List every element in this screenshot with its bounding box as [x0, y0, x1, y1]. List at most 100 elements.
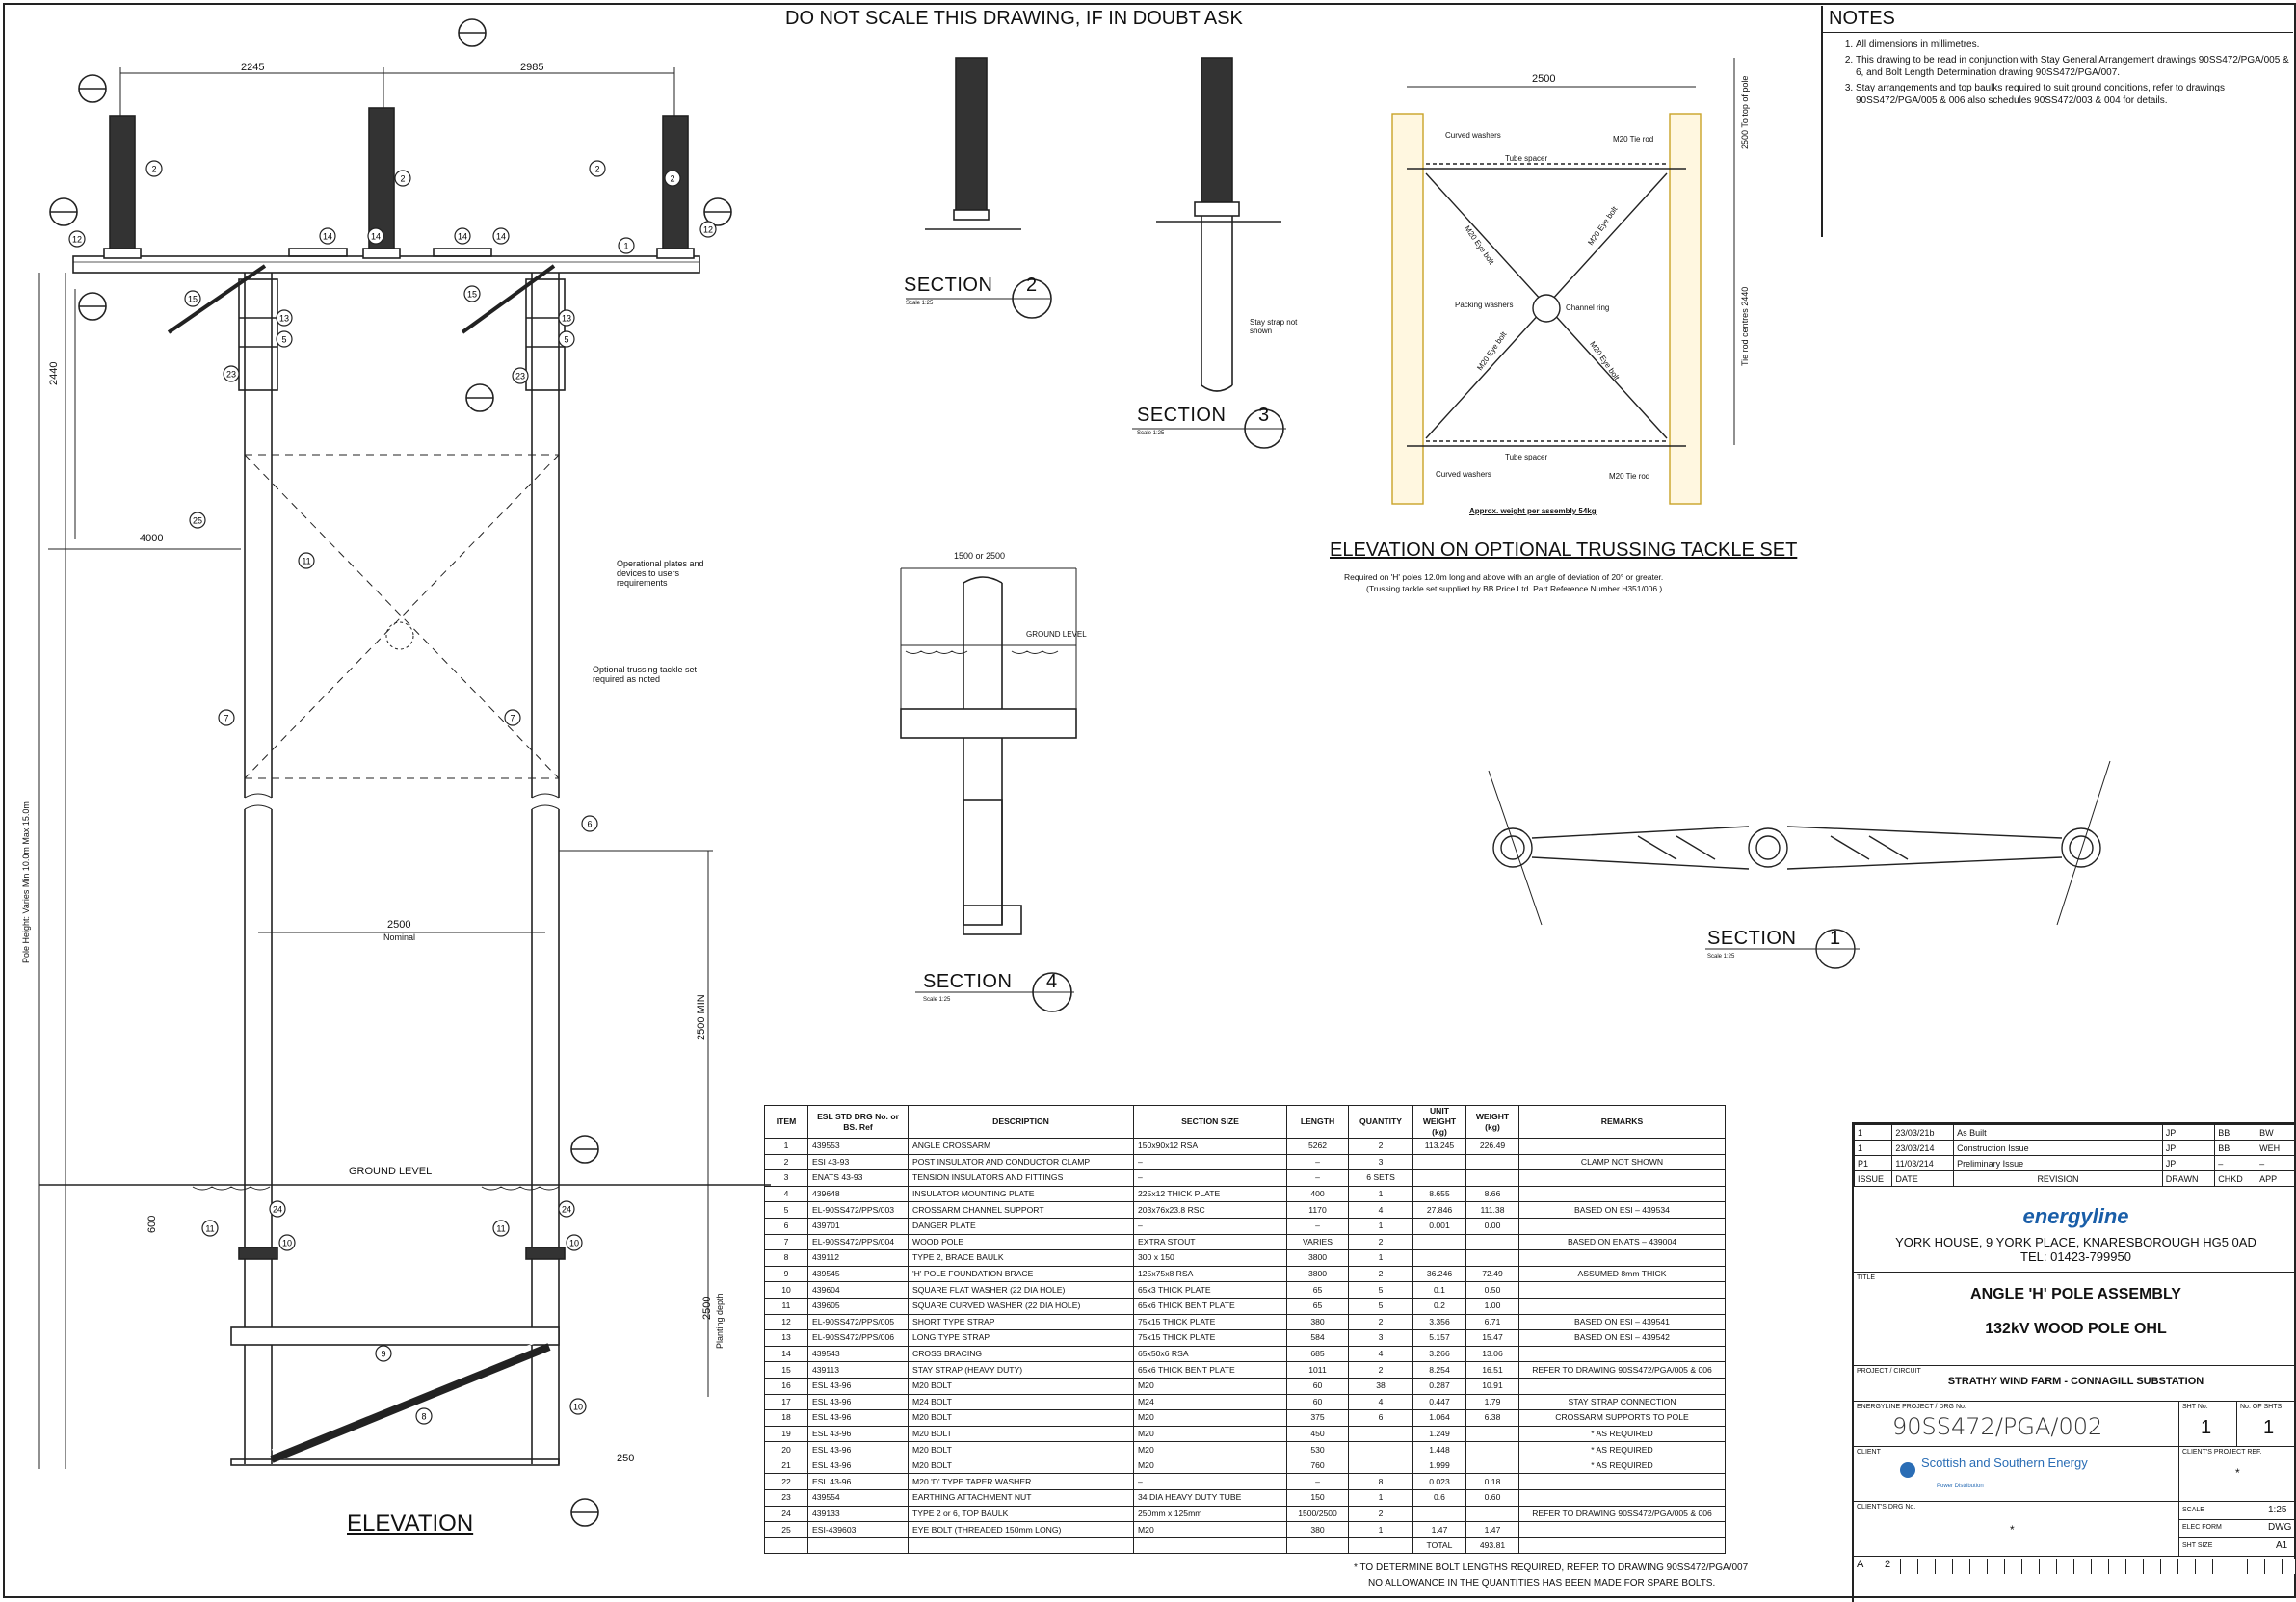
- bom-cell: EL-90SS472/PPS/005: [808, 1314, 909, 1330]
- bom-cell: REFER TO DRAWING 90SS472/PGA/005 & 006: [1519, 1362, 1726, 1379]
- bom-cell: * AS REQUIRED: [1519, 1442, 1726, 1458]
- item-balloon-number: 2: [151, 165, 156, 174]
- bom-cell: 18: [765, 1410, 808, 1427]
- bom-cell: 10: [765, 1282, 808, 1299]
- bom-cell: 0.447: [1413, 1394, 1466, 1410]
- bom-cell: BASED ON ESI – 439542: [1519, 1330, 1726, 1347]
- bom-cell: 1: [1349, 1186, 1413, 1202]
- notes-panel: NOTES All dimensions in millimetres. Thi…: [1821, 6, 2293, 237]
- trussing-weight: Approx. weight per assembly 54kg: [1469, 507, 1597, 515]
- bom-cell: 65x6 THICK BENT PLATE: [1134, 1362, 1287, 1379]
- trussing-label: Curved washers: [1445, 131, 1501, 140]
- bom-cell: 14: [765, 1346, 808, 1362]
- bom-header: REMARKS: [1519, 1106, 1726, 1139]
- bom-cell: 1: [1349, 1522, 1413, 1538]
- section-2-scale: Scale 1:25: [906, 301, 933, 306]
- bom-cell: 1: [1349, 1218, 1413, 1234]
- rev-header: REVISION: [1954, 1171, 2163, 1187]
- bom-cell: 2: [1349, 1314, 1413, 1330]
- bom-cell: [1466, 1154, 1519, 1170]
- dim-pole-height: Pole Height: Varies Min 10.0m Max 15.0m: [21, 801, 31, 963]
- bom-cell: [808, 1537, 909, 1554]
- bom-cell: 380: [1287, 1522, 1349, 1538]
- bom-cell: –: [1287, 1170, 1349, 1187]
- bom-cell: 65: [1287, 1298, 1349, 1314]
- bom-cell: [1466, 1426, 1519, 1442]
- client-drg-section: CLIENT'S DRG No. * SCALE 1:25 ELEC FORM …: [1854, 1501, 2296, 1556]
- bom-cell: 3: [1349, 1154, 1413, 1170]
- elec-label: ELEC FORM: [2182, 1524, 2222, 1531]
- client-proj-ref: *: [2235, 1466, 2240, 1480]
- bom-cell: [1519, 1186, 1726, 1202]
- sheet-count: 1: [2263, 1417, 2274, 1439]
- bom-cell: 439604: [808, 1282, 909, 1299]
- bom-cell: ESL 43-96: [808, 1458, 909, 1474]
- project-section: PROJECT / CIRCUIT STRATHY WIND FARM - CO…: [1854, 1365, 2296, 1401]
- bom-cell: EXTRA STOUT: [1134, 1234, 1287, 1250]
- bom-cell: 23: [765, 1490, 808, 1507]
- bom-cell: 584: [1287, 1330, 1349, 1347]
- bom-footnote2: NO ALLOWANCE IN THE QUANTITIES HAS BEEN …: [1368, 1578, 1715, 1589]
- trussing-label: Packing washers: [1455, 301, 1513, 309]
- bom-cell: 439553: [808, 1139, 909, 1155]
- company-logo: energyline: [1854, 1204, 2296, 1229]
- bom-cell: 439133: [808, 1506, 909, 1522]
- bom-cell: 0.023: [1413, 1474, 1466, 1490]
- bom-cell: 8.254: [1413, 1362, 1466, 1379]
- sheet-size-label: SHT SIZE: [2182, 1542, 2212, 1549]
- bom-cell: [1519, 1474, 1726, 1490]
- bom-header: QUANTITY: [1349, 1106, 1413, 1139]
- bom-cell: 25: [765, 1522, 808, 1538]
- bom-cell: 1.47: [1466, 1522, 1519, 1538]
- bom-cell: [1466, 1506, 1519, 1522]
- revision-cell: –: [2256, 1156, 2296, 1171]
- client-logo-icon: [1900, 1462, 1915, 1478]
- bom-cell: 4: [1349, 1346, 1413, 1362]
- title-line1: ANGLE 'H' POLE ASSEMBLY: [1854, 1286, 2296, 1303]
- bom-cell: 72.49: [1466, 1266, 1519, 1282]
- bom-cell: * AS REQUIRED: [1519, 1458, 1726, 1474]
- bom-cell: 8.655: [1413, 1186, 1466, 1202]
- bom-cell: LONG TYPE STRAP: [909, 1330, 1134, 1347]
- item-balloon-number: 14: [496, 232, 506, 242]
- bom-cell: [1349, 1442, 1413, 1458]
- bom-cell: M24 BOLT: [909, 1394, 1134, 1410]
- section-1-label: SECTION: [1707, 928, 1796, 950]
- bom-header: UNIT WEIGHT (kg): [1413, 1106, 1466, 1139]
- bom-cell: 439605: [808, 1298, 909, 1314]
- bom-cell: 60: [1287, 1394, 1349, 1410]
- dim-foot: 250: [617, 1453, 634, 1464]
- drg-label: ENERGYLINE PROJECT / DRG No.: [1857, 1404, 1966, 1410]
- item-balloon-number: 14: [323, 232, 332, 242]
- bom-cell: SQUARE FLAT WASHER (22 DIA HOLE): [909, 1282, 1134, 1299]
- bom-cell: 'H' POLE FOUNDATION BRACE: [909, 1266, 1134, 1282]
- bom-cell: EL-90SS472/PPS/006: [808, 1330, 909, 1347]
- bom-cell: ESL 43-96: [808, 1394, 909, 1410]
- section-1-scale: Scale 1:25: [1707, 954, 1734, 959]
- company-name: energyline: [2022, 1204, 2128, 1228]
- bom-cell: [1519, 1170, 1726, 1187]
- revision-cell: JP: [2162, 1125, 2214, 1141]
- section-1-num: 1: [1830, 928, 1841, 950]
- item-balloon-number: 2: [400, 174, 405, 184]
- bom-cell: EARTHING ATTACHMENT NUT: [909, 1490, 1134, 1507]
- revision-cell: BB: [2215, 1125, 2256, 1141]
- item-balloon-number: 5: [281, 335, 286, 345]
- bom-cell: 0.001: [1413, 1218, 1466, 1234]
- item-balloon-number: 10: [569, 1239, 579, 1248]
- item-balloon-number: 10: [282, 1239, 292, 1248]
- revision-cell: P1: [1855, 1156, 1892, 1171]
- trussing-label: M20 Tie rod: [1613, 135, 1653, 144]
- bom-cell: 3: [1349, 1330, 1413, 1347]
- bom-cell: 13: [765, 1330, 808, 1347]
- bom-cell: CROSSARM SUPPORTS TO POLE: [1519, 1410, 1726, 1427]
